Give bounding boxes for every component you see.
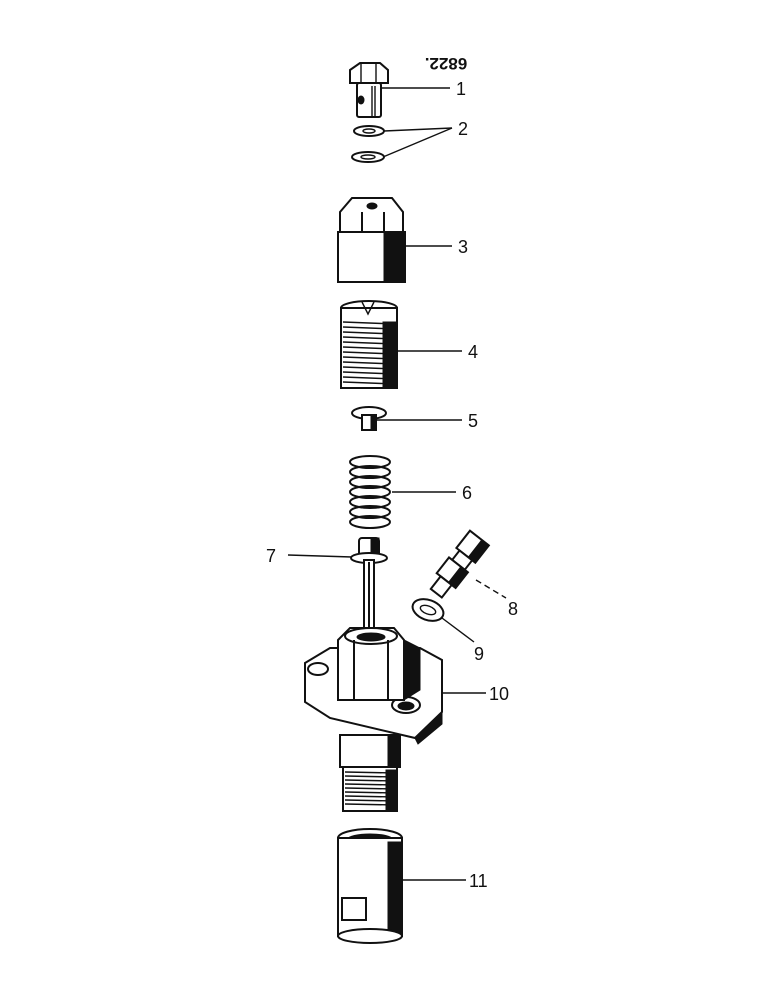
nozzle-nut-icon	[337, 828, 403, 944]
callout-2: 2	[458, 119, 468, 139]
callout-8: 8	[508, 599, 518, 619]
callout-labels: 1 2 3 4 5 6 7 8 9 10 11	[266, 79, 518, 891]
spring-seat-icon	[351, 406, 387, 431]
callout-3: 3	[458, 237, 468, 257]
callout-7: 7	[266, 546, 276, 566]
callout-5: 5	[468, 411, 478, 431]
coil-spring-icon	[349, 455, 391, 529]
callout-11: 11	[469, 871, 488, 891]
callout-6: 6	[462, 483, 472, 503]
threaded-sleeve-icon	[340, 300, 398, 389]
union-fitting-icon	[429, 529, 491, 599]
push-rod-icon	[350, 537, 388, 653]
cap-nut-icon	[337, 197, 406, 283]
drawing-code: 6822.	[425, 54, 468, 73]
sealing-ring-icon	[411, 598, 445, 622]
callout-9: 9	[474, 644, 484, 664]
banjo-bolt-icon	[349, 62, 389, 118]
sealing-washers-icon	[351, 125, 385, 163]
callout-10: 10	[489, 684, 509, 704]
callout-4: 4	[468, 342, 478, 362]
callout-1: 1	[456, 79, 466, 99]
injector-body-icon	[304, 627, 443, 812]
